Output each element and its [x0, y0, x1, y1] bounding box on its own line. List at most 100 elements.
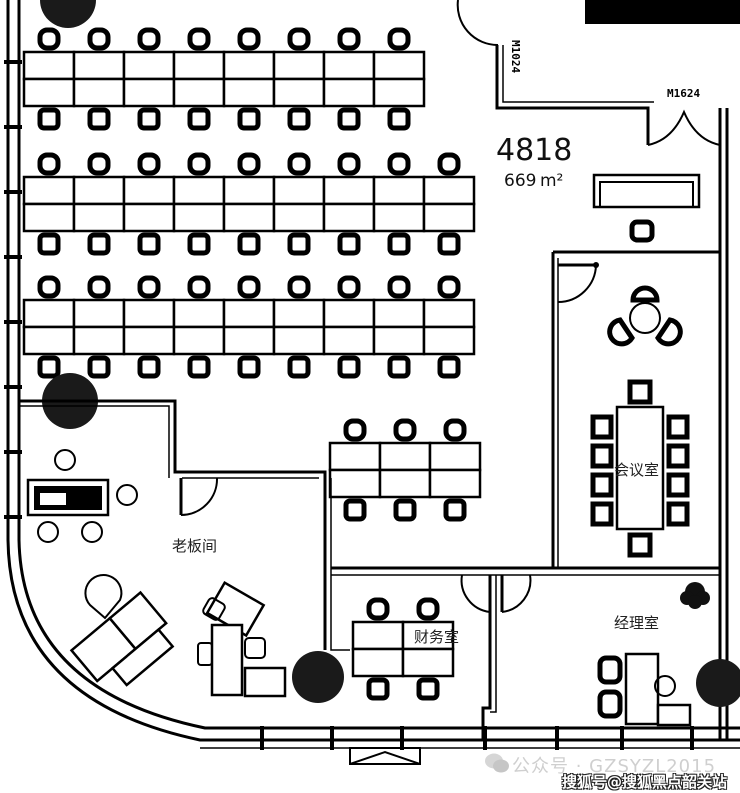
chair-seat — [287, 107, 311, 131]
chair — [87, 355, 111, 379]
chair — [416, 677, 440, 701]
boss-office-furniture — [26, 449, 287, 698]
chair-seat — [337, 232, 361, 256]
chair — [666, 501, 690, 527]
round-stool — [54, 449, 76, 471]
chair — [387, 275, 411, 299]
chair-seat — [37, 275, 61, 299]
door-tag-m1624: M1624 — [667, 87, 700, 100]
mullion — [260, 726, 264, 750]
desk — [428, 441, 482, 472]
chair — [37, 107, 61, 131]
center-walls — [330, 478, 720, 740]
chair-seat — [237, 152, 261, 176]
desk — [322, 202, 376, 233]
boss-office-walls — [19, 399, 327, 650]
double-door-arc — [647, 109, 721, 146]
chair — [337, 152, 361, 176]
mullion — [330, 726, 334, 750]
chair — [137, 27, 161, 51]
desk — [401, 647, 455, 678]
desk — [222, 50, 276, 81]
chair-seat — [237, 355, 261, 379]
chair-seat — [343, 498, 367, 522]
chair — [655, 317, 683, 347]
desk — [272, 325, 326, 356]
desk — [372, 175, 426, 206]
chair-seat — [187, 27, 211, 51]
chair — [629, 219, 655, 243]
desk — [272, 77, 326, 108]
window-mullions — [4, 60, 694, 750]
desk — [72, 175, 126, 206]
chair-seat — [416, 597, 440, 621]
desk — [272, 175, 326, 206]
desk — [372, 325, 426, 356]
chair-seat — [366, 677, 390, 701]
desk — [222, 202, 276, 233]
desk — [322, 175, 376, 206]
desk — [122, 202, 176, 233]
chair — [137, 107, 161, 131]
chair — [437, 152, 461, 176]
chair — [237, 107, 261, 131]
chair — [187, 275, 211, 299]
watermark-wechat-account: 公众号 · GZSYZL2015 — [512, 756, 717, 777]
chair-seat — [337, 275, 361, 299]
chair-seat — [187, 355, 211, 379]
chair — [187, 152, 211, 176]
mullion — [555, 726, 559, 750]
chair — [337, 232, 361, 256]
desk — [422, 175, 476, 206]
chair-seat — [287, 355, 311, 379]
chair — [590, 414, 614, 440]
chair — [137, 355, 161, 379]
desk — [72, 77, 126, 108]
chair — [337, 355, 361, 379]
room-label-manager-room: 经理室 — [614, 614, 659, 632]
desk — [422, 202, 476, 233]
chair — [87, 152, 111, 176]
desk — [222, 325, 276, 356]
chair-seat — [287, 27, 311, 51]
chair-seat — [443, 418, 467, 442]
armchair — [84, 574, 123, 620]
chair-seat — [437, 232, 461, 256]
chair-seat — [187, 107, 211, 131]
chair-seat — [87, 275, 111, 299]
chair — [343, 498, 367, 522]
door-arc — [460, 574, 491, 613]
chair — [187, 232, 211, 256]
door-arc — [501, 574, 532, 613]
chair-seat — [137, 355, 161, 379]
chair — [597, 655, 623, 685]
desk — [72, 50, 126, 81]
chair — [237, 27, 261, 51]
mullion — [620, 726, 624, 750]
chair — [590, 501, 614, 527]
desk — [122, 50, 176, 81]
desk — [222, 298, 276, 329]
chair — [187, 355, 211, 379]
mullion — [4, 320, 22, 324]
chair-seat — [137, 27, 161, 51]
desk — [172, 298, 226, 329]
desk — [22, 175, 76, 206]
desk — [122, 175, 176, 206]
pillar — [292, 651, 344, 703]
desk — [422, 298, 476, 329]
chair-seat — [393, 498, 417, 522]
chair-seat — [387, 232, 411, 256]
chair — [337, 27, 361, 51]
chair — [630, 285, 660, 303]
entrance — [349, 747, 421, 765]
chair — [287, 232, 311, 256]
chair-seat — [337, 27, 361, 51]
chair — [393, 498, 417, 522]
chair — [87, 232, 111, 256]
mullion — [4, 255, 22, 259]
unit-area-unit: m² — [540, 171, 563, 191]
chair-seat — [387, 152, 411, 176]
chair — [366, 597, 390, 621]
